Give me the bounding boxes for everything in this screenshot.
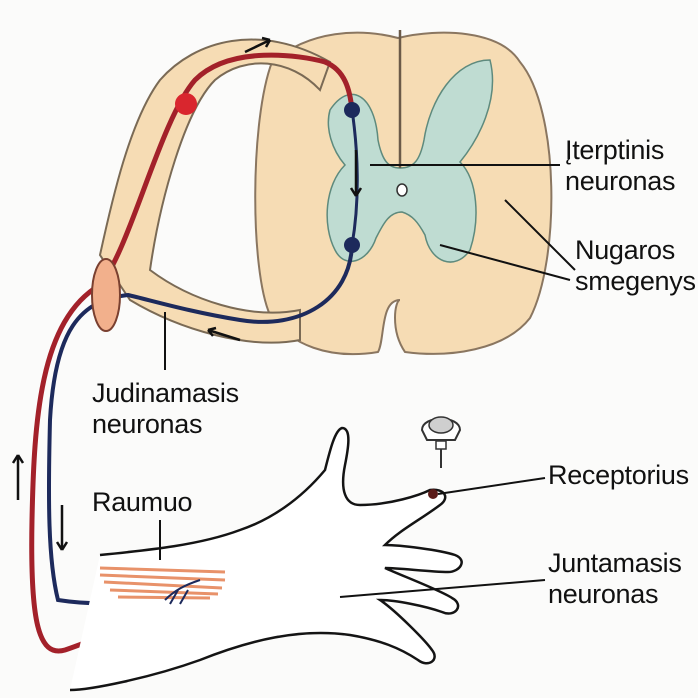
- label-nugaros-smegenys: Nugaros smegenys: [575, 235, 696, 297]
- motor-cell-body: [344, 237, 360, 253]
- sensory-cell-body: [175, 93, 197, 115]
- arrow-down: [57, 505, 67, 550]
- label-iterptinis-neuronas: Įterptinis neuronas: [565, 135, 675, 197]
- label-iterptinis-line2: neuronas: [565, 166, 675, 197]
- label-raumuo: Raumuo: [92, 487, 192, 518]
- label-juntamasis-neuronas: Juntamasis neuronas: [548, 548, 682, 610]
- label-juntamasis-line1: Juntamasis: [548, 548, 682, 579]
- label-iterptinis-line1: Įterptinis: [565, 135, 675, 166]
- label-judinamasis-line2: neuronas: [92, 409, 239, 440]
- pin-icon: [422, 417, 460, 468]
- dorsal-root-ganglion: [92, 259, 120, 331]
- label-receptorius-text: Receptorius: [548, 460, 689, 491]
- interneuron-cell-body-top: [344, 102, 360, 118]
- leader-receptorius: [438, 478, 545, 494]
- central-canal: [397, 184, 407, 196]
- label-judinamasis-line1: Judinamasis: [92, 378, 239, 409]
- label-judinamasis-neuronas: Judinamasis neuronas: [92, 378, 239, 440]
- label-nugaros-line1: Nugaros: [575, 235, 696, 266]
- label-juntamasis-line2: neuronas: [548, 579, 682, 610]
- arrow-up-left: [13, 455, 23, 500]
- receptor-spot: [428, 489, 438, 499]
- spinal-cord: [255, 30, 551, 354]
- label-nugaros-line2: smegenys: [575, 266, 696, 297]
- label-receptorius: Receptorius: [548, 460, 689, 491]
- hand-outline: [70, 428, 462, 690]
- label-raumuo-text: Raumuo: [92, 487, 192, 518]
